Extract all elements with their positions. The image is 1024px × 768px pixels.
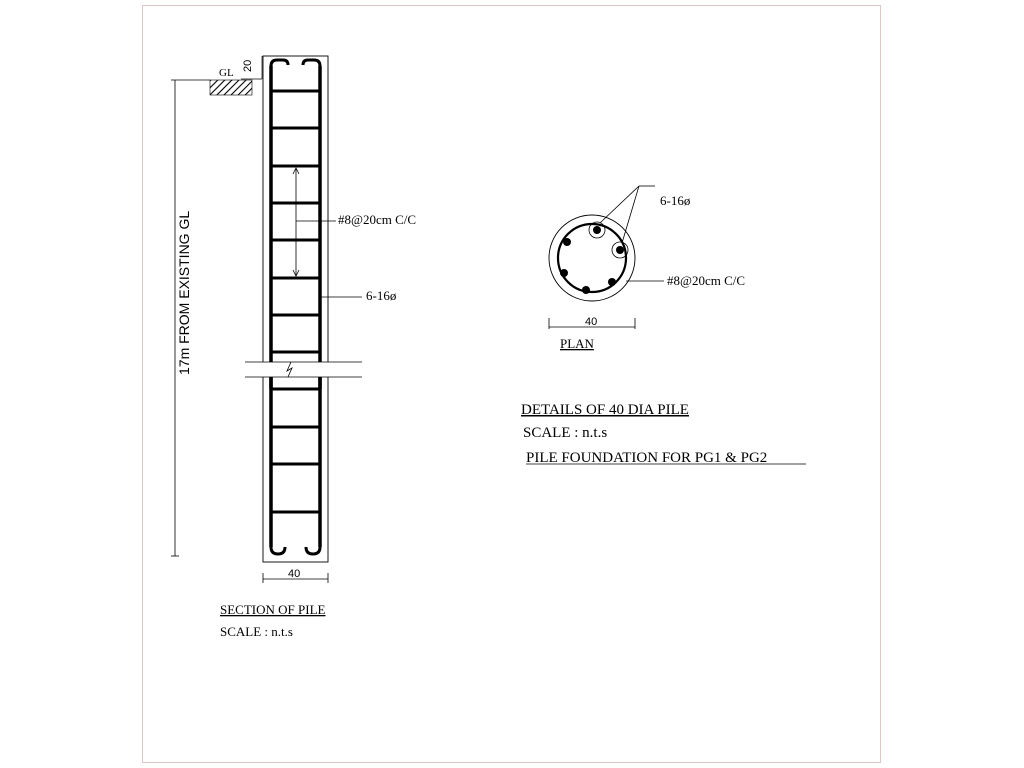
plan-bars	[560, 226, 624, 294]
plan-width-label: 40	[585, 316, 597, 328]
section-title: SECTION OF PILE	[220, 602, 326, 617]
plan-bar-label: 6-16ø	[660, 193, 691, 208]
section-width-label: 40	[288, 568, 300, 580]
plan-stirrup-label: #8@20cm C/C	[667, 273, 745, 288]
plan-outline	[548, 214, 636, 302]
ground-hatch	[209, 79, 253, 96]
plan-title: PLAN	[560, 336, 595, 351]
section-scale: SCALE : n.t.s	[220, 624, 293, 639]
depth-label: 17m FROM EXISTING GL	[176, 211, 192, 375]
details-notes: DETAILS OF 40 DIA PILE SCALE : n.t.s PIL…	[521, 402, 806, 466]
drawing-frame	[142, 5, 881, 763]
stirrups	[271, 89, 320, 514]
details-subtitle: PILE FOUNDATION FOR PG1 & PG2	[526, 450, 767, 466]
break-line	[245, 361, 362, 389]
pile-outline	[262, 55, 329, 563]
pile-plan: 6-16ø #8@20cm C/C 40 PLAN	[548, 185, 745, 351]
spacing-dimension	[292, 167, 300, 277]
details-scale: SCALE : n.t.s	[523, 425, 607, 441]
details-title: DETAILS OF 40 DIA PILE	[521, 402, 689, 418]
pile-section: GL 20	[171, 55, 416, 639]
stirrup-label: #8@20cm C/C	[338, 212, 416, 227]
gl-label: GL	[219, 67, 234, 79]
bar-label: 6-16ø	[366, 288, 397, 303]
gl-dim-label: 20	[242, 60, 254, 72]
